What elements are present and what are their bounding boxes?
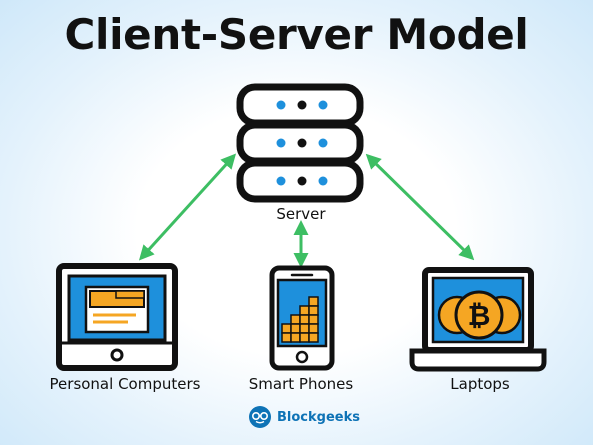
server-label: Server bbox=[276, 205, 326, 223]
blockgeeks-logo-icon bbox=[249, 406, 271, 428]
arrow-server-to-laptop bbox=[365, 153, 475, 261]
desktop-computer-icon bbox=[56, 263, 178, 371]
brand-logo: Blockgeeks bbox=[248, 404, 360, 430]
server-icon bbox=[236, 83, 364, 203]
laptops-label: Laptops bbox=[450, 375, 510, 393]
smartphone-icon bbox=[269, 265, 335, 371]
smart-phones-label: Smart Phones bbox=[248, 375, 354, 393]
bitcoin-icon: ₿ bbox=[437, 290, 522, 340]
brand-name: Blockgeeks bbox=[277, 409, 360, 425]
diagram-title: Client-Server Model bbox=[64, 10, 529, 59]
arrow-server-to-pc bbox=[138, 153, 237, 261]
personal-computers-label: Personal Computers bbox=[49, 375, 201, 393]
svg-text:₿: ₿ bbox=[468, 299, 491, 332]
